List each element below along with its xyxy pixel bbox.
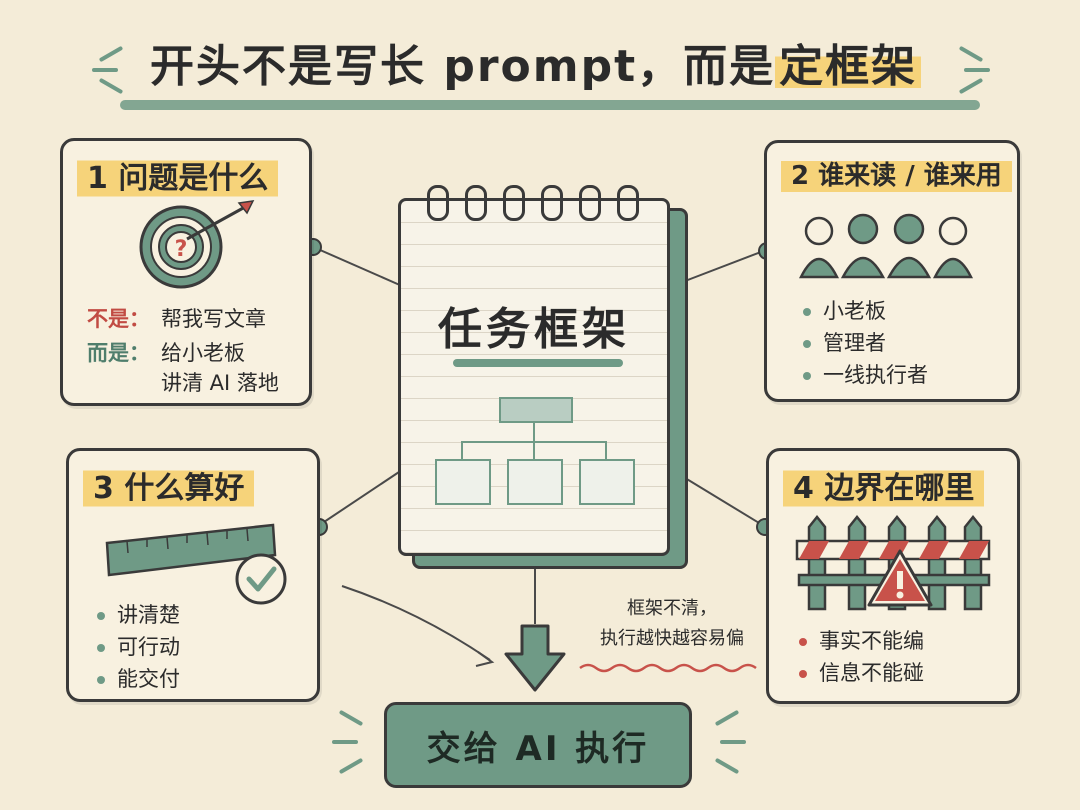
note-line1: 框架不清， (627, 598, 717, 619)
card-problem: 1 问题是什么 ? 不是： 帮我写文章 而是： 给小老板 讲清 AI 落地 (60, 138, 312, 406)
ring (427, 185, 449, 221)
is-text-line2: 讲清 AI 落地 (161, 371, 279, 395)
down-arrow-icon (504, 624, 566, 692)
card-boundary-heading: 4 边界在哪里 (783, 461, 985, 509)
is-label: 而是： (87, 341, 150, 365)
ruler-icon (105, 523, 277, 577)
ring (503, 185, 525, 221)
title-highlight: 定框架 (775, 41, 922, 92)
notebook-title: 任务框架 (438, 304, 630, 355)
ring (579, 185, 601, 221)
ring (541, 185, 563, 221)
list-item: 能交付 (97, 663, 180, 693)
handoff-label: 交给 AI 执行 (426, 728, 650, 769)
warning-icon (867, 549, 933, 607)
notebook-page: 任务框架 (398, 185, 670, 556)
sparkle-decoration (720, 740, 746, 744)
handoff-to-ai-button: 交给 AI 执行 (384, 702, 692, 788)
target-icon: ? (139, 200, 255, 289)
card-audience-heading: 2 谁来读 / 谁来用 (781, 153, 1012, 194)
ring (465, 185, 487, 221)
title-main: 开头不是写长 prompt，而是 (150, 41, 776, 92)
sparkle-decoration (92, 68, 118, 72)
title-text: 开头不是写长 prompt，而是定框架 (150, 30, 922, 94)
title-underline (120, 100, 980, 110)
sparkle-decoration (964, 68, 990, 72)
not-label: 不是： (87, 307, 150, 331)
card-problem-heading: 1 问题是什么 (77, 151, 279, 199)
notebook-underline (453, 359, 623, 367)
list-item: 信息不能碰 (799, 657, 924, 687)
checkmark-icon (235, 553, 287, 605)
list-item: 管理者 (803, 327, 886, 357)
card-audience: 2 谁来读 / 谁来用 小老板 管理者 一线执行者 (764, 140, 1020, 402)
list-item: 讲清楚 (97, 599, 180, 629)
list-item: 一线执行者 (803, 359, 928, 389)
list-item: 可行动 (97, 631, 180, 661)
is-text-line1: 给小老板 (161, 341, 245, 365)
svg-text:?: ? (175, 237, 188, 262)
card-quality-heading: 3 什么算好 (83, 461, 255, 509)
list-item: 事实不能编 (799, 625, 924, 655)
people-icon (798, 213, 974, 279)
list-item: 小老板 (803, 295, 886, 325)
not-text: 帮我写文章 (161, 307, 266, 331)
sparkle-decoration (332, 740, 358, 744)
note-line2: 执行越快越容易偏 (600, 628, 744, 649)
card-boundary: 4 边界在哪里 事实不能编 信息不能碰 (766, 448, 1020, 704)
notebook: 任务框架 (398, 185, 688, 569)
ring (617, 185, 639, 221)
page-title: 开头不是写长 prompt，而是定框架 (0, 22, 1080, 110)
card-quality: 3 什么算好 讲清楚 可行动 能交付 (66, 448, 320, 702)
warning-note: 框架不清， 执行越快越容易偏 (572, 594, 772, 654)
